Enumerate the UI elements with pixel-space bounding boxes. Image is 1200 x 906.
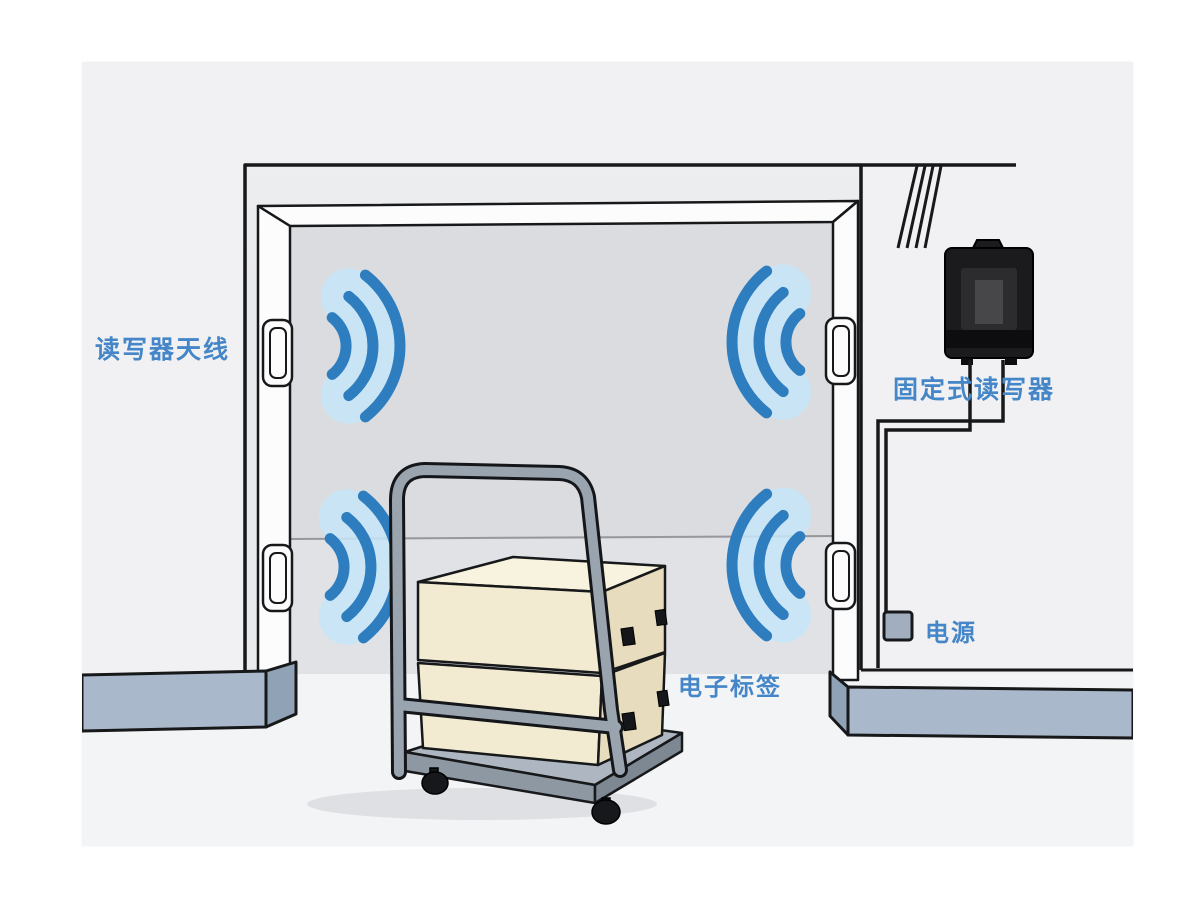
- power-supply-box: [882, 610, 914, 642]
- carton-boxes: [416, 555, 670, 767]
- diagram-image: 读写器天线 固定式读写器 电源 电子标签: [82, 62, 1133, 846]
- signal-icon-top-right: [732, 271, 800, 413]
- signal-icon-bottom-right: [732, 494, 800, 636]
- label-reader-antenna: 读写器天线: [95, 335, 231, 364]
- reader-antennas: [261, 316, 857, 613]
- reader-wires: [876, 360, 1005, 668]
- antenna-bottom-left: [261, 543, 294, 613]
- baseboard-left: [82, 660, 298, 733]
- door-frame-top-beam: [256, 199, 860, 228]
- label-electronic-tag: 电子标签: [678, 673, 782, 701]
- room-outline: [243, 163, 1133, 677]
- rfid-tags-on-boxes: [620, 608, 670, 732]
- label-power: 电源: [925, 619, 977, 647]
- signal-icon-top-left: [332, 275, 400, 417]
- upper-box: [416, 555, 667, 675]
- cart-wheels: [421, 767, 621, 825]
- antenna-bottom-right: [824, 541, 857, 611]
- label-fixed-reader: 固定式读写器: [893, 375, 1056, 404]
- fixed-reader-device: [944, 239, 1034, 365]
- cart-handle: [389, 462, 628, 780]
- antenna-top-right: [824, 316, 857, 386]
- rfid-portal-illustration: [82, 62, 1133, 846]
- signal-icon-bottom-left: [330, 496, 398, 638]
- baseboard-right: [828, 670, 1133, 740]
- antenna-top-left: [261, 318, 294, 388]
- antenna-cables: [896, 165, 943, 249]
